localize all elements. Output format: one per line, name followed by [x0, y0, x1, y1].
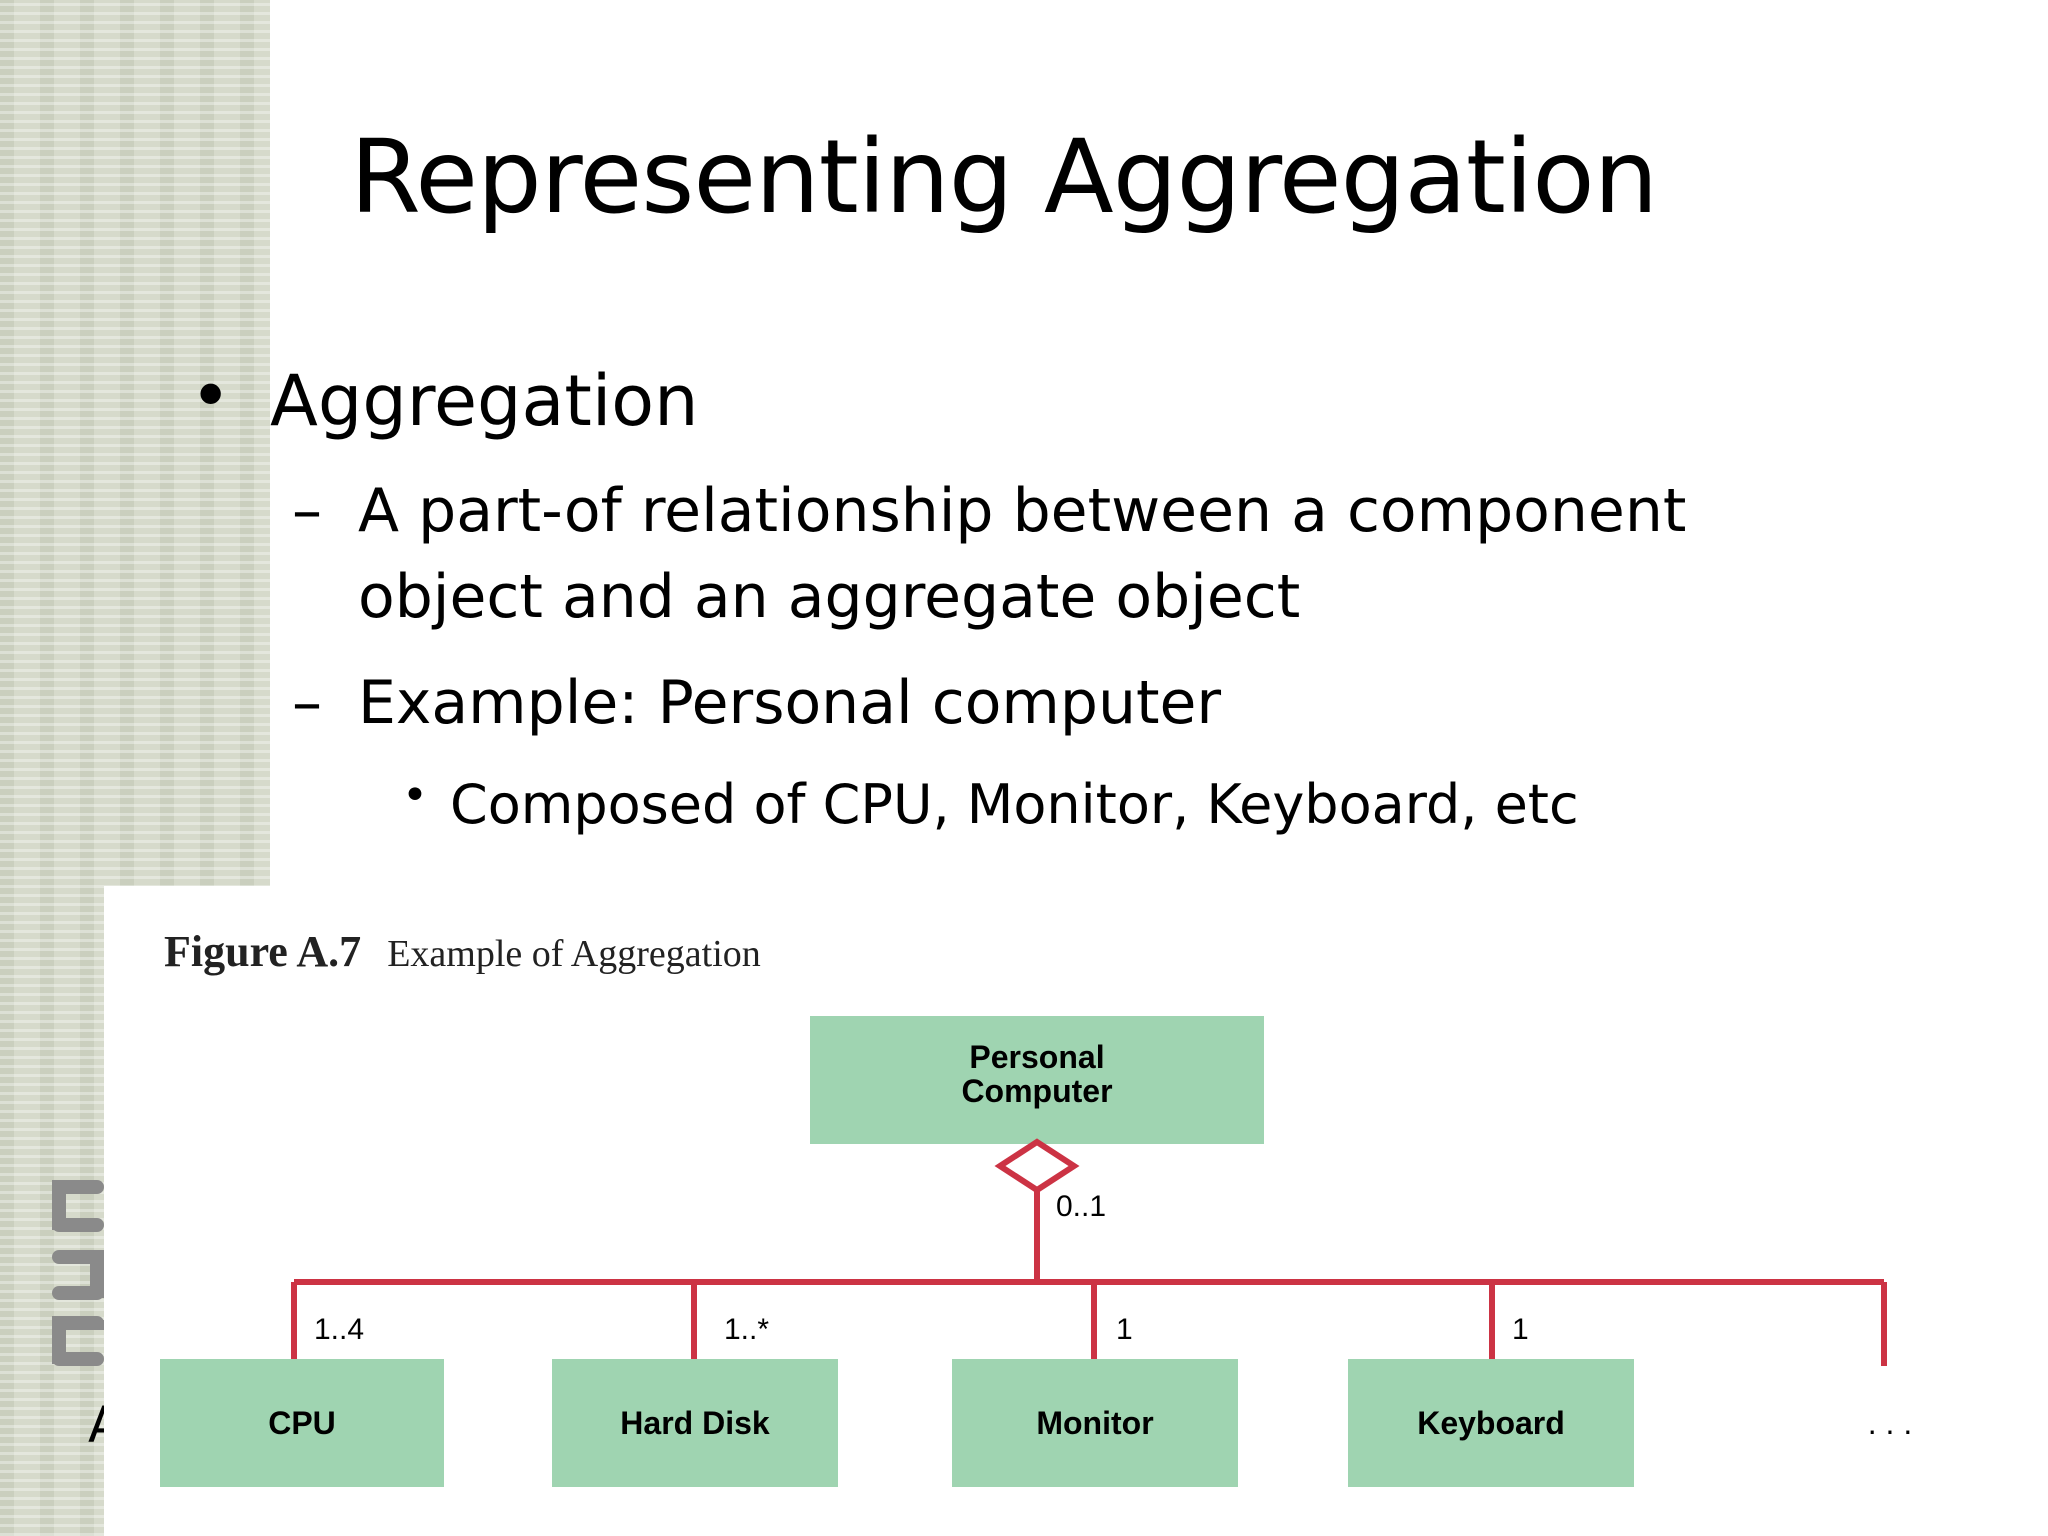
cpu-box: [160, 1359, 444, 1487]
monitor-label: Monitor: [1036, 1405, 1153, 1441]
figure-number: Figure A.7: [164, 927, 362, 976]
dash-marker: –: [292, 668, 322, 738]
monitor-box: [952, 1359, 1238, 1487]
aggregation-figure: Figure A.7 Example of Aggregation Person…: [104, 886, 2048, 1536]
hard-disk-multiplicity: 1..*: [724, 1313, 769, 1346]
sub-bullet-example: Example: Personal computer: [358, 668, 1222, 738]
uml-diagram: Personal Computer 0..1 1..4 1..* 1 1 CPU…: [160, 1016, 1912, 1487]
keyboard-label: Keyboard: [1417, 1405, 1565, 1441]
aggregate-multiplicity: 0..1: [1056, 1190, 1106, 1223]
slide-title: Representing Aggregation: [350, 118, 1658, 237]
cpu-multiplicity: 1..4: [314, 1313, 364, 1346]
hard-disk-box: [552, 1359, 838, 1487]
keyboard-box: [1348, 1359, 1634, 1487]
more-parts-ellipsis: . . .: [1868, 1405, 1912, 1441]
sub-bullet-definition-line2: object and an aggregate object: [358, 562, 1301, 632]
personal-computer-box: [810, 1016, 1264, 1144]
figure-caption: Figure A.7 Example of Aggregation: [164, 926, 761, 977]
bullet-marker: •: [190, 355, 232, 437]
sub-bullet-definition-line1: A part-of relationship between a compone…: [358, 476, 1687, 546]
aggregate-label-line1: Personal: [969, 1039, 1104, 1075]
figure-title: Example of Aggregation: [387, 933, 761, 975]
aggregation-diamond-icon: [994, 1138, 1080, 1194]
monitor-multiplicity: 1: [1116, 1313, 1133, 1346]
decorative-sidebar: [0, 0, 270, 1536]
hard-disk-label: Hard Disk: [620, 1405, 770, 1441]
cpu-label: CPU: [268, 1405, 336, 1441]
bullet-aggregation: Aggregation: [270, 360, 699, 442]
university-logo: [52, 1180, 104, 1366]
keyboard-multiplicity: 1: [1512, 1313, 1529, 1346]
dash-marker: –: [292, 476, 322, 546]
aggregate-label-line2: Computer: [961, 1073, 1112, 1109]
bullet-marker: •: [402, 770, 428, 821]
sub-sub-bullet-composed: Composed of CPU, Monitor, Keyboard, etc: [450, 773, 1579, 836]
